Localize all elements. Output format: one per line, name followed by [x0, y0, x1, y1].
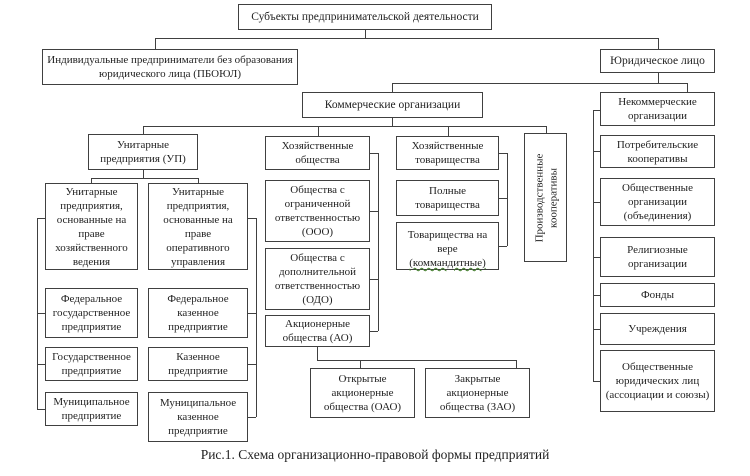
connector-line — [658, 38, 659, 49]
connector-line — [593, 151, 600, 152]
connector-line — [370, 331, 378, 332]
node-municipal-treasury-enterprise: Муниципальное казенное предприятие — [148, 392, 248, 442]
connector-line — [448, 126, 449, 136]
connector-line — [593, 202, 600, 203]
node-root: Субъекты предпринимательской деятельност… — [238, 4, 492, 30]
node-business-companies: Хозяйственные общества — [265, 136, 370, 170]
connector-line — [593, 110, 594, 381]
connector-line — [370, 279, 378, 280]
node-public-legal-associations: Общественные юридических лиц (ассоциации… — [600, 350, 715, 412]
connector-line — [248, 313, 256, 314]
node-municipal-enterprise: Муниципальное предприятие — [45, 392, 138, 426]
connector-line — [687, 83, 688, 92]
connector-line — [37, 218, 38, 410]
connector-line — [91, 178, 198, 179]
node-treasury-enterprise: Казенное предприятие — [148, 347, 248, 381]
faith-partnerships-label: Товарищества на вере — [407, 229, 488, 255]
connector-line — [248, 364, 256, 365]
node-faith-partnerships: Товарищества на вере (коммандитные) — [396, 222, 499, 270]
node-unitary-enterprises: Унитарные предприятия (УП) — [88, 134, 198, 170]
connector-line — [91, 178, 92, 183]
node-unitary-operative-mgmt: Унитарные предприятия, основанные на пра… — [148, 183, 248, 270]
node-public-organizations: Общественные организации (объединения) — [600, 178, 715, 226]
connector-line — [248, 218, 256, 219]
node-legal-entity: Юридическое лицо — [600, 49, 715, 73]
connector-line — [593, 295, 600, 296]
connector-line — [37, 313, 45, 314]
connector-line — [378, 153, 379, 331]
connector-line — [143, 170, 144, 178]
connector-line — [546, 126, 547, 133]
connector-line — [370, 211, 378, 212]
connector-line — [593, 110, 600, 111]
node-funds: Фонды — [600, 283, 715, 307]
node-zao: Закрытые акционерные общества (ЗАО) — [425, 368, 530, 418]
connector-line — [392, 83, 393, 92]
connector-line — [143, 126, 546, 127]
connector-line — [593, 329, 600, 330]
connector-line — [317, 360, 516, 361]
connector-line — [318, 126, 319, 136]
figure-caption: Рис.1. Схема организационно-правовой фор… — [200, 447, 550, 462]
connector-line — [499, 246, 507, 247]
connector-line — [593, 381, 600, 382]
connector-line — [499, 198, 507, 199]
connector-line — [317, 347, 318, 360]
connector-line — [360, 360, 361, 368]
connector-line — [198, 178, 199, 183]
connector-line — [392, 83, 687, 84]
connector-line — [37, 364, 45, 365]
connector-line — [658, 73, 659, 83]
node-ao: Акционерные общества (АО) — [265, 315, 370, 347]
connector-line — [155, 38, 156, 49]
node-business-partnerships: Хозяйственные товарищества — [396, 136, 499, 170]
connector-line — [499, 153, 507, 154]
faith-partnerships-misspelled-word: (коммандитные) — [409, 257, 486, 269]
node-oao: Открытые акционерные общества (ОАО) — [310, 368, 415, 418]
node-consumer-cooperatives: Потребительские кооперативы — [600, 135, 715, 168]
connector-line — [37, 409, 45, 410]
connector-line — [365, 30, 366, 38]
connector-line — [370, 153, 378, 154]
connector-line — [248, 417, 256, 418]
node-noncommercial-orgs: Некоммерческие организации — [600, 92, 715, 126]
node-religious-organizations: Религиозные организации — [600, 237, 715, 277]
node-federal-state-enterprise: Федеральное государственное предприятие — [45, 288, 138, 338]
node-state-enterprise: Государственное предприятие — [45, 347, 138, 381]
vertical-text: Производственные кооперативы — [532, 153, 559, 242]
node-institutions: Учреждения — [600, 313, 715, 345]
connector-line — [507, 153, 508, 246]
node-unitary-economic-mgmt: Унитарные предприятия, основанные на пра… — [45, 183, 138, 270]
node-production-cooperatives: Производственные кооперативы — [524, 133, 567, 262]
connector-line — [516, 360, 517, 368]
node-federal-treasury-enterprise: Федеральное казенное предприятие — [148, 288, 248, 338]
connector-line — [37, 218, 45, 219]
node-commercial-orgs: Коммерческие организации — [302, 92, 483, 118]
connector-line — [392, 118, 393, 126]
connector-line — [256, 218, 257, 417]
connector-line — [155, 38, 658, 39]
connector-line — [143, 126, 144, 134]
node-full-partnerships: Полные товарищества — [396, 180, 499, 216]
connector-line — [593, 257, 600, 258]
node-odo: Общества с дополнительной ответственност… — [265, 248, 370, 310]
node-ooo: Общества с ограниченной ответственностью… — [265, 180, 370, 242]
node-individual-entrepreneurs: Индивидуальные предприниматели без образ… — [42, 49, 298, 85]
